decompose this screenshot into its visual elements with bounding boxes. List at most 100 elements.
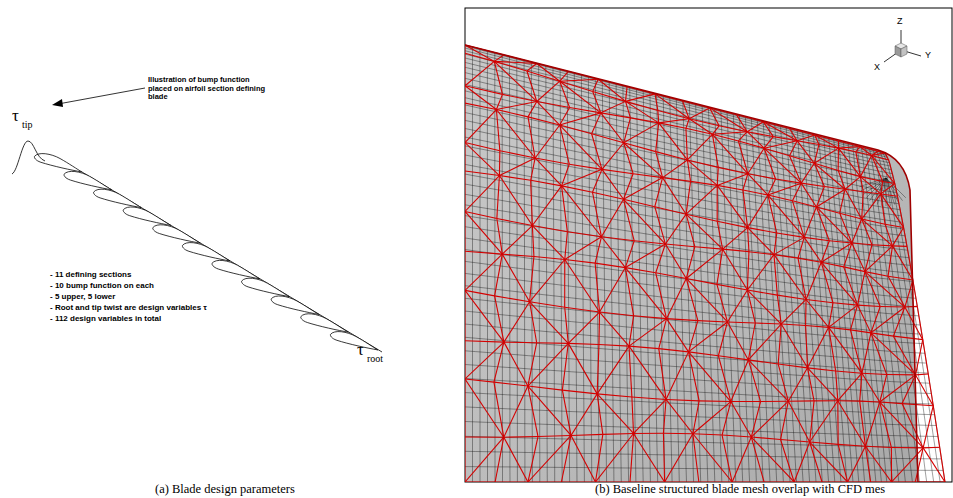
- mesh-line: [465, 54, 889, 160]
- cfd-edge: [528, 481, 561, 482]
- cfd-edge: [666, 352, 688, 400]
- cfd-edge: [624, 199, 655, 206]
- cfd-edge: [748, 360, 778, 364]
- cfd-edge: [747, 290, 755, 323]
- cfd-edge: [465, 251, 466, 290]
- cfd-edge: [663, 433, 664, 482]
- cfd-edge: [718, 356, 748, 360]
- cfd-edge: [805, 299, 807, 325]
- cfd-edge: [856, 152, 872, 156]
- cfd-edge: [465, 437, 504, 482]
- cfd-edge: [569, 164, 602, 169]
- cfd-edge: [887, 374, 916, 376]
- cfd-edge: [872, 245, 893, 246]
- mesh-line: [848, 144, 881, 483]
- cfd-edge: [731, 360, 749, 402]
- cfd-edge: [816, 189, 845, 207]
- cfd-edge: [601, 113, 631, 118]
- cfd-edge: [699, 481, 732, 482]
- cfd-edge: [852, 243, 872, 245]
- cfd-edge: [858, 305, 881, 306]
- cfd-edge: [829, 305, 858, 327]
- cfd-edge: [790, 156, 815, 164]
- cfd-edge: [687, 160, 690, 181]
- cfd-edge: [862, 373, 880, 402]
- cfd-edge: [751, 402, 760, 437]
- cfd-edge: [528, 437, 538, 482]
- cfd-edge: [801, 183, 824, 186]
- mesh-line: [630, 87, 636, 482]
- cfd-edge: [821, 241, 829, 263]
- mesh-line: [721, 111, 736, 482]
- cfd-edge: [465, 379, 466, 437]
- cfd-edge: [748, 324, 781, 360]
- cfd-edge: [764, 148, 775, 179]
- cfd-edge: [465, 379, 504, 437]
- cfd-edge: [794, 481, 822, 482]
- cfd-edge: [738, 132, 747, 141]
- cfd-edge: [891, 447, 892, 482]
- cfd-edge: [747, 290, 781, 324]
- cfd-edge: [537, 101, 560, 125]
- cfd-edge: [798, 237, 804, 258]
- axis-label: X: [874, 62, 880, 72]
- cfd-edge: [634, 241, 665, 244]
- cfd-edge: [790, 156, 802, 183]
- cfd-edge: [902, 404, 933, 406]
- cfd-edge: [502, 226, 532, 255]
- cfd-edge: [848, 446, 866, 482]
- mesh-line: [502, 55, 503, 482]
- cfd-edge: [717, 185, 743, 190]
- cfd-edge: [872, 156, 883, 182]
- cfd-edge: [722, 435, 732, 482]
- cfd-edge: [565, 232, 568, 260]
- cfd-edge: [495, 481, 528, 482]
- cfd-edge: [686, 119, 689, 129]
- cfd-edge: [601, 113, 624, 143]
- cfd-edge: [719, 126, 747, 132]
- mesh-line: [465, 46, 886, 154]
- cfd-edge: [465, 86, 466, 103]
- mesh-line: [465, 62, 891, 166]
- cfd-edge: [806, 325, 808, 367]
- cfd-edge: [723, 228, 748, 249]
- cfd-edge: [917, 306, 922, 339]
- mesh-line: [479, 49, 480, 482]
- airfoil-section: [329, 328, 380, 353]
- cfd-edge: [465, 290, 466, 340]
- cfd-edge: [764, 148, 801, 183]
- cfd-edge: [528, 386, 571, 435]
- mesh-line: [465, 482, 945, 483]
- cfd-edge: [852, 243, 865, 272]
- cfd-edge: [777, 295, 806, 299]
- cfd-edge: [626, 101, 658, 110]
- cfd-edge: [749, 252, 774, 255]
- cfd-edge: [904, 227, 907, 246]
- cfd-edge: [865, 402, 879, 446]
- cfd-edge: [504, 302, 530, 342]
- cfd-edge: [530, 259, 565, 301]
- cfd-edge: [665, 434, 693, 482]
- cfd-edge: [722, 435, 751, 437]
- callout-note: Illustration of bump function placed on …: [148, 76, 270, 102]
- cfd-edge: [465, 211, 466, 251]
- cfd-edge: [792, 201, 804, 238]
- cfd-edge: [777, 233, 804, 237]
- cfd-edge: [562, 343, 568, 390]
- cfd-edge: [838, 373, 862, 401]
- cfd-edge: [689, 352, 731, 402]
- cfd-edge: [571, 394, 597, 436]
- blade-edge: [465, 45, 918, 482]
- cfd-edge: [747, 255, 774, 290]
- cfd-edge: [865, 272, 888, 277]
- cfd-edge: [532, 226, 564, 260]
- cfd-edge: [940, 447, 945, 482]
- cfd-edge: [915, 481, 945, 482]
- cfd-edge: [856, 152, 860, 177]
- cfd-edge: [764, 481, 794, 482]
- cfd-edge: [836, 371, 838, 401]
- cfd-edge: [788, 368, 807, 401]
- cfd-edge: [699, 400, 731, 402]
- mesh-line: [702, 106, 715, 482]
- cfd-edge: [624, 199, 666, 244]
